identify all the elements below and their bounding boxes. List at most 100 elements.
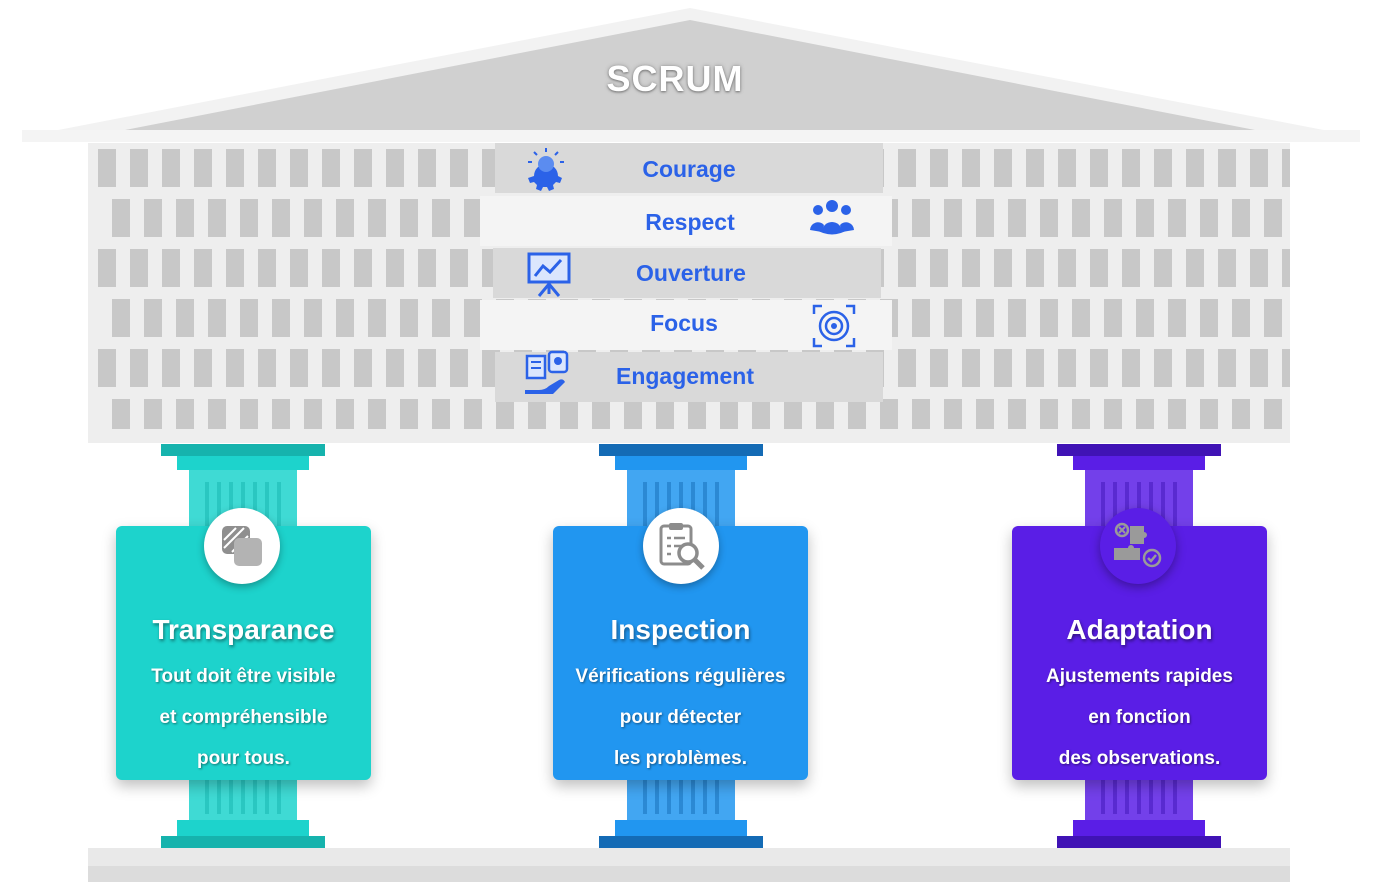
- brick: [304, 399, 322, 429]
- brick: [1186, 149, 1204, 187]
- brick: [1040, 399, 1058, 429]
- brick: [144, 199, 162, 237]
- brick: [354, 249, 372, 287]
- pillar-flute: [1173, 482, 1177, 540]
- pillar-line: des observations.: [1058, 748, 1221, 769]
- brick: [624, 399, 642, 429]
- brick: [290, 149, 308, 187]
- brick: [962, 149, 980, 187]
- brick: [1232, 199, 1250, 237]
- brick: [226, 249, 244, 287]
- pillar-flute: [205, 482, 209, 540]
- brick: [1136, 299, 1154, 337]
- brick: [304, 299, 322, 337]
- brick: [1218, 349, 1236, 387]
- pillar-capital: [161, 444, 325, 456]
- pillar-flute: [1101, 778, 1105, 814]
- brick: [1264, 399, 1282, 429]
- brick: [354, 349, 372, 387]
- pillar-card-transparance: Transparance Tout doit être visible et c…: [116, 508, 371, 780]
- pillar-capital: [599, 444, 763, 456]
- brick: [450, 149, 468, 187]
- brick: [1232, 299, 1250, 337]
- pillar-flute: [277, 482, 281, 540]
- brick: [898, 149, 916, 187]
- checklist-magnifier-icon: [643, 508, 719, 584]
- brick: [130, 149, 148, 187]
- brick: [1282, 349, 1290, 387]
- pillar-flute: [265, 778, 269, 814]
- brick: [1026, 149, 1044, 187]
- brick: [336, 399, 354, 429]
- brick: [368, 299, 386, 337]
- brick: [848, 399, 866, 429]
- brick: [98, 249, 116, 287]
- brick: [464, 199, 482, 237]
- brick: [386, 249, 404, 287]
- brick: [912, 199, 930, 237]
- brick: [112, 399, 130, 429]
- pillar-flute: [1137, 778, 1141, 814]
- pillar-flute: [265, 482, 269, 540]
- brick: [528, 399, 546, 429]
- brick: [432, 199, 450, 237]
- pillar-line: les problèmes.: [613, 748, 748, 769]
- pillar-title-transparance: Transparance: [152, 614, 335, 645]
- hand-commitment-icon: [525, 350, 569, 394]
- pillar-flute: [205, 778, 209, 814]
- pillar-flute: [241, 778, 245, 814]
- brain-gear-icon: [528, 148, 564, 191]
- brick: [144, 299, 162, 337]
- brick: [1168, 199, 1186, 237]
- brick: [560, 399, 578, 429]
- brick: [752, 399, 770, 429]
- pillar-capital-step: [1073, 456, 1205, 470]
- brick: [976, 299, 994, 337]
- pillar-plinth: [599, 836, 763, 848]
- pillar-flute: [1173, 778, 1177, 814]
- brick: [1026, 249, 1044, 287]
- brick: [240, 299, 258, 337]
- value-strip-respect: [480, 196, 892, 246]
- brick: [944, 199, 962, 237]
- brick: [194, 349, 212, 387]
- pillar-flute: [715, 482, 719, 540]
- pillar-title-adaptation: Adaptation: [1066, 614, 1213, 645]
- brick: [258, 349, 276, 387]
- brick: [400, 299, 418, 337]
- brick: [112, 199, 130, 237]
- brick: [1218, 149, 1236, 187]
- brick: [432, 299, 450, 337]
- value-courage: Courage: [642, 156, 736, 182]
- brick: [130, 249, 148, 287]
- brick: [1232, 399, 1250, 429]
- pillar-flute: [1161, 482, 1165, 540]
- pillar-flute: [1113, 482, 1117, 540]
- brick: [258, 149, 276, 187]
- brick: [208, 199, 226, 237]
- brick: [912, 299, 930, 337]
- brick: [1136, 199, 1154, 237]
- brick: [1250, 349, 1268, 387]
- brick: [816, 399, 834, 429]
- brick: [1122, 249, 1140, 287]
- brick: [592, 399, 610, 429]
- brick: [418, 349, 436, 387]
- brick: [994, 249, 1012, 287]
- brick: [368, 199, 386, 237]
- brick: [304, 199, 322, 237]
- brick: [994, 149, 1012, 187]
- pillar-line: Vérifications régulières: [575, 666, 786, 687]
- brick: [720, 399, 738, 429]
- brick: [194, 249, 212, 287]
- brick: [322, 349, 340, 387]
- roof-title: SCRUM: [606, 58, 744, 99]
- brick: [194, 149, 212, 187]
- brick: [1104, 199, 1122, 237]
- brick: [1154, 249, 1172, 287]
- pillar-flute: [691, 778, 695, 814]
- brick: [144, 399, 162, 429]
- brick: [450, 249, 468, 287]
- brick: [1040, 199, 1058, 237]
- pillar-flute: [1125, 778, 1129, 814]
